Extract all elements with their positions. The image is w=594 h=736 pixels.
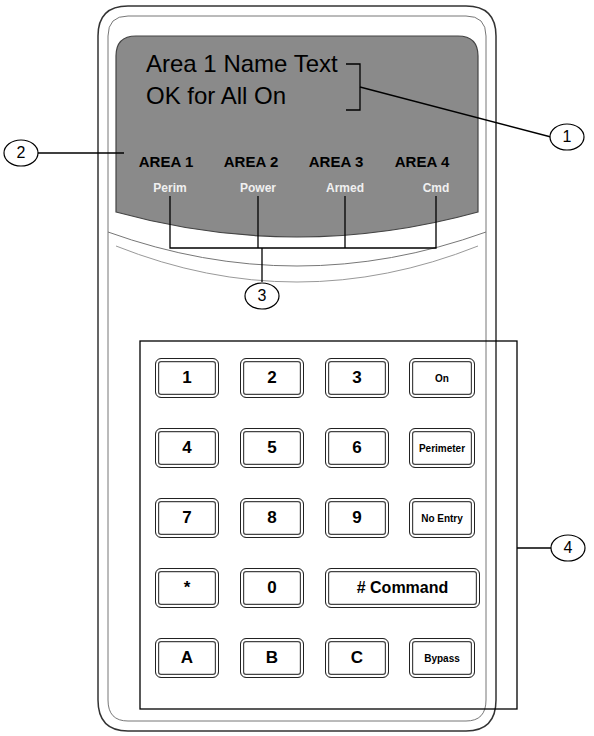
keypad-key: 4 bbox=[155, 428, 219, 468]
callout-number: 1 bbox=[552, 122, 582, 152]
indicator-label: Power bbox=[240, 181, 276, 195]
key-label: On bbox=[435, 373, 449, 384]
leader-line bbox=[38, 152, 124, 153]
key-label: 8 bbox=[267, 508, 276, 528]
leader-line bbox=[344, 196, 345, 248]
keypad-frame bbox=[140, 341, 517, 709]
keypad-key: On bbox=[409, 358, 475, 398]
lcd-line: OK for All On bbox=[146, 82, 286, 110]
key-label: 0 bbox=[267, 578, 276, 598]
lcd-line: Area 1 Name Text bbox=[146, 50, 338, 78]
housing-inner-edge bbox=[108, 16, 486, 721]
panel-curve-lower bbox=[116, 246, 478, 282]
callout-number: 2 bbox=[6, 138, 36, 168]
housing-outline bbox=[98, 6, 496, 731]
key-label: No Entry bbox=[421, 513, 463, 524]
key-label: C bbox=[351, 648, 363, 668]
keypad-key: Perimeter bbox=[409, 428, 475, 468]
keypad-key: 8 bbox=[240, 498, 304, 538]
indicator-label: Perim bbox=[153, 181, 186, 195]
leader-line bbox=[257, 196, 258, 248]
area-label: AREA 2 bbox=[224, 153, 278, 170]
indicator-label: Armed bbox=[326, 181, 364, 195]
keypad-key: Bypass bbox=[409, 638, 475, 678]
area-label: AREA 1 bbox=[139, 153, 193, 170]
leader-line bbox=[261, 248, 262, 282]
key-label: Bypass bbox=[424, 653, 460, 664]
key-label: 2 bbox=[267, 368, 276, 388]
bracket bbox=[170, 196, 436, 248]
key-label: Perimeter bbox=[419, 443, 465, 454]
keypad-key: 0 bbox=[240, 568, 304, 608]
leader-line bbox=[517, 547, 551, 548]
indicator-label: Cmd bbox=[423, 181, 450, 195]
key-label: * bbox=[184, 578, 191, 598]
key-label: 4 bbox=[182, 438, 191, 458]
keypad-key: A bbox=[155, 638, 219, 678]
key-label: 9 bbox=[352, 508, 361, 528]
area-label: AREA 3 bbox=[309, 153, 363, 170]
keypad-key: 1 bbox=[155, 358, 219, 398]
key-label: # Command bbox=[357, 579, 449, 597]
bracket bbox=[346, 64, 360, 110]
keypad-key: B bbox=[240, 638, 304, 678]
callout-number: 4 bbox=[553, 533, 583, 563]
key-label: 1 bbox=[182, 368, 191, 388]
keypad-key: # Command bbox=[325, 568, 480, 608]
keypad-key: C bbox=[325, 638, 389, 678]
display-panel: Area 1 Name Text OK for All On AREA 1 AREA … bbox=[116, 36, 478, 226]
keypad-key: 6 bbox=[325, 428, 389, 468]
keypad-key: * bbox=[155, 568, 219, 608]
keypad-key: No Entry bbox=[409, 498, 475, 538]
key-label: 5 bbox=[267, 438, 276, 458]
keypad-key: 5 bbox=[240, 428, 304, 468]
key-label: B bbox=[266, 648, 278, 668]
keypad-key: 3 bbox=[325, 358, 389, 398]
keypad-key: 9 bbox=[325, 498, 389, 538]
leader-line bbox=[360, 87, 551, 137]
keypad-key: 7 bbox=[155, 498, 219, 538]
key-label: 6 bbox=[352, 438, 361, 458]
key-label: A bbox=[181, 648, 193, 668]
callout-number: 3 bbox=[247, 281, 277, 311]
key-label: 3 bbox=[352, 368, 361, 388]
area-label: AREA 4 bbox=[395, 153, 449, 170]
keypad-key: 2 bbox=[240, 358, 304, 398]
key-label: 7 bbox=[182, 508, 191, 528]
